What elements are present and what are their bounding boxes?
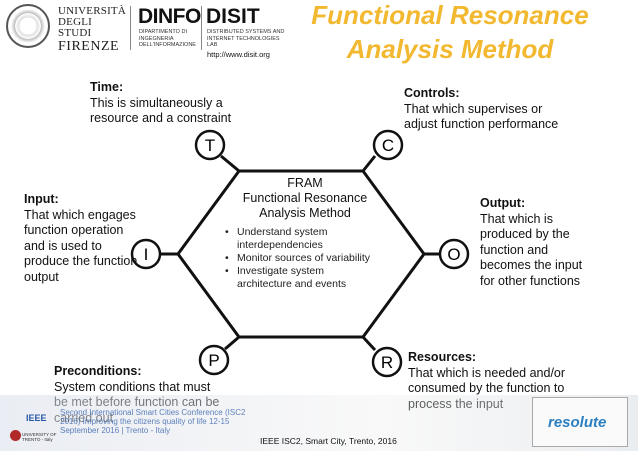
node-time-letter: T xyxy=(205,136,215,155)
connector-controls xyxy=(361,155,377,172)
trento-logo: UNIVERSITY OF TRENTO - Italy xyxy=(22,432,57,442)
preconditions-heading: Preconditions: xyxy=(54,364,142,378)
controls-body: That which supervises or adjust function… xyxy=(404,101,559,132)
node-preconditions-letter: P xyxy=(208,351,219,370)
time-heading: Time: xyxy=(90,80,124,94)
unifi-line-3: FIRENZE xyxy=(58,39,120,54)
connector-preconditions xyxy=(224,335,240,351)
output-description: Output: That which is produced by the fu… xyxy=(480,196,590,289)
node-resources-letter: R xyxy=(381,353,393,372)
connector-resources xyxy=(361,335,377,352)
slide-title: Functional Resonance Analysis Method xyxy=(285,0,615,66)
disit-url: http://www.disit.org xyxy=(207,50,270,59)
node-time: T xyxy=(194,129,226,161)
node-controls: C xyxy=(372,129,404,161)
input-description: Input: That which engages function opera… xyxy=(24,192,142,285)
center-title-line-2: Functional Resonance xyxy=(242,191,368,205)
center-bullet: Monitor sources of variability xyxy=(225,252,381,265)
unifi-line-2: DEGLI STUDI xyxy=(58,16,92,39)
header: UNIVERSITÀ DEGLI STUDI FIRENZE DINFO DIP… xyxy=(0,0,638,68)
trento-seal-icon xyxy=(10,430,21,441)
node-preconditions: P xyxy=(198,344,230,376)
ieee-logo: IEEE xyxy=(26,413,47,423)
controls-heading: Controls: xyxy=(404,86,460,100)
output-body: That which is produced by the function a… xyxy=(480,211,583,288)
footer-caption: IEEE ISC2, Smart City, Trento, 2016 xyxy=(260,436,397,446)
center-bullet-list: Understand system interdependencies Moni… xyxy=(221,226,381,291)
node-controls-letter: C xyxy=(382,136,394,155)
university-seal-icon xyxy=(6,4,50,48)
header-divider xyxy=(201,6,202,50)
dinfo-subtitle: DIPARTIMENTO DI INGEGNERIA DELL'INFORMAZ… xyxy=(139,29,196,48)
center-title-line-3: Analysis Method xyxy=(259,206,351,220)
unifi-logo: UNIVERSITÀ DEGLI STUDI FIRENZE xyxy=(58,5,126,55)
controls-description: Controls: That which supervises or adjus… xyxy=(404,86,579,133)
center-bullet: Investigate system architecture and even… xyxy=(225,265,381,291)
node-input: I xyxy=(130,238,162,270)
header-divider xyxy=(130,6,131,50)
disit-subtitle: DISTRIBUTED SYSTEMS AND INTERNET TECHNOL… xyxy=(207,29,285,48)
center-title-line-1: FRAM xyxy=(287,176,323,190)
resources-heading: Resources: xyxy=(408,350,477,364)
dinfo-logo: DINFO xyxy=(138,5,201,28)
conference-banner: Second International Smart Cities Confer… xyxy=(60,408,246,435)
node-output-letter: O xyxy=(447,245,460,264)
connector-time xyxy=(220,154,240,173)
slide-title-line-2: Analysis Method xyxy=(346,34,554,64)
time-body: This is simultaneously a resource and a … xyxy=(90,95,232,126)
node-resources: R xyxy=(371,346,403,378)
resolute-logo-frame xyxy=(532,397,628,447)
input-body: That which engages function operation an… xyxy=(24,207,138,284)
time-description: Time: This is simultaneously a resource … xyxy=(90,80,240,127)
center-title: FRAM Functional Resonance Analysis Metho… xyxy=(220,176,390,221)
center-bullet: Understand system interdependencies xyxy=(225,226,381,252)
footer-band xyxy=(0,395,638,451)
disit-logo: DISIT xyxy=(206,5,260,28)
output-heading: Output: xyxy=(480,196,526,210)
node-input-letter: I xyxy=(144,245,149,264)
input-heading: Input: xyxy=(24,192,59,206)
node-output: O xyxy=(438,238,470,270)
resolute-logo: resolute xyxy=(548,414,607,431)
slide-title-line-1: Functional Resonance xyxy=(311,0,589,30)
unifi-line-1: UNIVERSITÀ xyxy=(58,5,126,17)
